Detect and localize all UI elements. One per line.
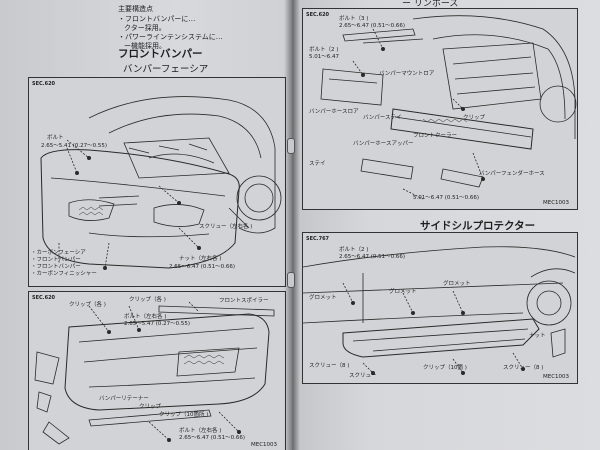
label-nut: ナット（左右各 ) bbox=[179, 256, 222, 262]
label-bolt: ボルト（左右各 ) bbox=[124, 314, 167, 320]
bullets-heading: 主要構造点 bbox=[118, 5, 153, 13]
label-bolt-top: ボルト（3 ) bbox=[339, 16, 369, 22]
legend-item: ・カーボンフェーシア bbox=[31, 250, 86, 256]
figure-code: SEC.620 bbox=[306, 12, 330, 18]
figure-footer-code: MEC1003 bbox=[543, 200, 570, 206]
figure-code: SEC.620 bbox=[32, 81, 56, 87]
label-screw-b: スクリュー（8 ) bbox=[503, 365, 544, 371]
label-torque-left: 5.01～6.47 bbox=[309, 54, 339, 60]
label-torque-2: 2.65～6.47 (0.51～0.66) bbox=[169, 264, 236, 270]
label-stay: ステイ bbox=[309, 161, 326, 167]
label-spoiler: フロントスポイラー bbox=[219, 298, 269, 304]
bumper-assembly-drawing bbox=[34, 301, 275, 445]
section-title-side-sill: サイドシルプロテクター bbox=[420, 220, 536, 232]
label-clip-b: クリップ（各 ) bbox=[129, 297, 166, 303]
binder-tab bbox=[287, 272, 295, 288]
label-bolt: ボルト（2 ) bbox=[339, 247, 369, 253]
figure-bumper-reinforcement: SEC.620 bbox=[28, 291, 286, 450]
bullet-line-1: ・フロントバンパーに… bbox=[118, 15, 196, 23]
label-torque: 2.65～5.47 (0.27～0.55) bbox=[124, 321, 191, 327]
label-lower-torque: 2.65～6.47 (0.51～0.66) bbox=[179, 435, 246, 441]
label-clip-a: クリップ（各 ) bbox=[69, 302, 106, 308]
label-torque-1: 2.65～5.41 (0.27～0.55) bbox=[41, 143, 108, 149]
label-clip: クリップ bbox=[463, 115, 486, 121]
label-bumper-fender: バンパーフェンダーホース bbox=[479, 171, 545, 177]
figure-bumper-reinforce: SEC.620 bbox=[302, 8, 578, 210]
section-title-front-bumper: フロントバンパー bbox=[118, 48, 203, 60]
bullet-line-2: クター採用。 bbox=[124, 24, 166, 32]
label-torque-bottom: 5.01～6.47 (0.51～0.66) bbox=[413, 195, 480, 201]
legend-item: ・フロントバンパー bbox=[31, 264, 81, 270]
label-front-grille: フロントクーラー bbox=[413, 133, 458, 139]
label-clip-d: クリップ（10箇所 ) bbox=[159, 412, 209, 418]
label-bumper-retainer: バンパーリテーナー bbox=[99, 396, 149, 402]
left-page: 主要構造点 ・フロントバンパーに… クター採用。 ・パワーラインテンシステムに…… bbox=[0, 0, 292, 450]
side-sill-drawing bbox=[303, 246, 576, 375]
figure-side-sill-protector: SEC.767 bbox=[302, 232, 578, 384]
label-torque-top: 2.65～6.47 (0.51～0.66) bbox=[339, 23, 406, 29]
label-lower-bolt: ボルト（左右各 ) bbox=[179, 428, 222, 434]
book-gutter bbox=[284, 0, 300, 450]
reinforcement-drawing bbox=[320, 15, 577, 200]
label-grommet-b: グロメット bbox=[389, 289, 417, 295]
label-bolt: ボルト bbox=[47, 135, 64, 141]
label-bumper-stay: バンパーステイ bbox=[363, 115, 402, 121]
label-bumper-support: バンパーホースアッパー bbox=[353, 141, 414, 147]
label-clip-c: クリップ bbox=[139, 404, 162, 410]
figure-footer-code: MEC1003 bbox=[543, 374, 570, 380]
bullet-line-4: ー機能採用。 bbox=[124, 42, 166, 50]
label-bolt-left: ボルト（2 ) bbox=[309, 47, 339, 53]
figure-footer-code: MEC1003 bbox=[251, 442, 278, 448]
page-header: ー リンホース bbox=[402, 0, 459, 9]
label-screw: スクリュー（左右各 ) bbox=[199, 224, 253, 230]
right-page: ー リンホース SEC.620 bbox=[292, 0, 600, 450]
bumper-fascia-drawing bbox=[40, 96, 282, 270]
binder-tab bbox=[287, 138, 295, 154]
label-bumper-mount: バンパーマウントロア bbox=[379, 71, 435, 77]
label-bumper-sub: バンパーホースロア bbox=[309, 109, 359, 115]
label-grommet-a: グロメット bbox=[309, 295, 337, 301]
legend-item: ・フロントバンパー bbox=[31, 257, 81, 263]
label-nut: ナット bbox=[529, 333, 546, 339]
label-clip: クリップ（10箇 ) bbox=[423, 365, 467, 371]
label-screw-a: スクリュー（8 ) bbox=[309, 363, 350, 369]
label-grommet-c: グロメット bbox=[443, 281, 471, 287]
subsection-title-bumper-fascia: バンパーフェーシア bbox=[123, 64, 209, 75]
figure-code: SEC.620 bbox=[32, 295, 56, 301]
label-torque: 2.65～6.47 (0.51～0.66) bbox=[339, 254, 406, 260]
bullet-line-3: ・パワーラインテンシステムに… bbox=[118, 33, 223, 41]
label-screw-c: スクリュー bbox=[349, 373, 377, 379]
figure-front-bumper-fascia: SEC.620 bbox=[28, 77, 286, 287]
legend-item: ・カーボンフィニッシャー bbox=[31, 271, 97, 277]
figure-code: SEC.767 bbox=[306, 236, 330, 242]
